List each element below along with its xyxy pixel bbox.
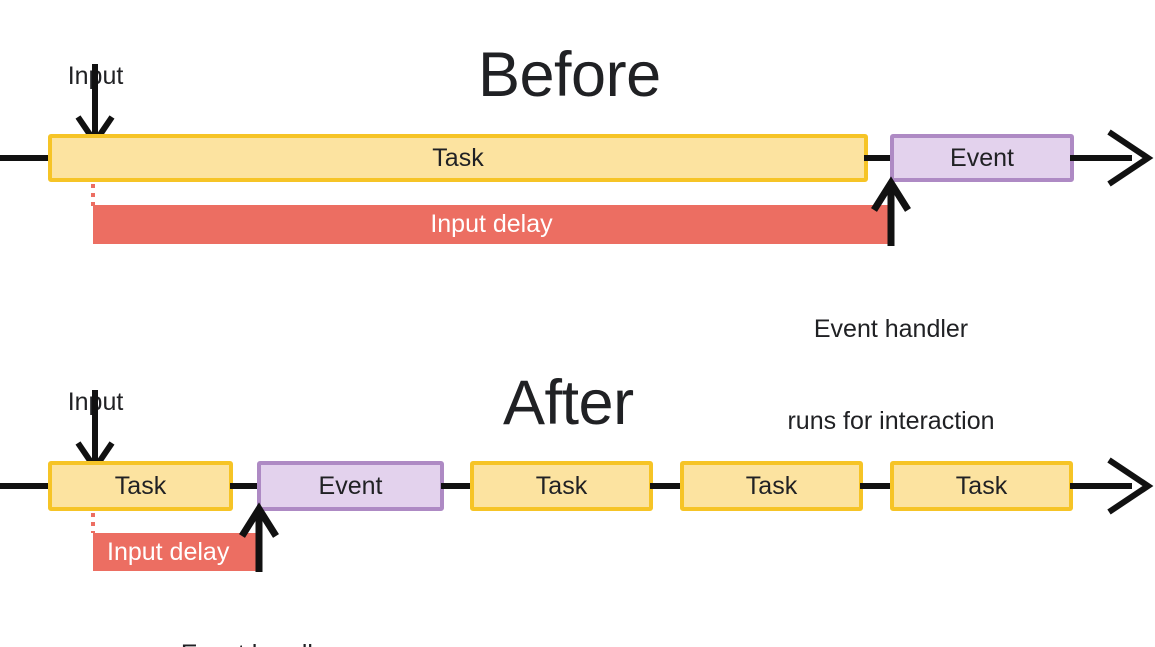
after-task-block-1: Task bbox=[48, 461, 233, 511]
before-section-title: Before bbox=[478, 40, 661, 110]
before-event-handler-arrow-icon bbox=[871, 176, 911, 246]
after-event-block: Event bbox=[257, 461, 444, 511]
after-task-block-4: Task bbox=[890, 461, 1073, 511]
after-rail-exit bbox=[1070, 483, 1132, 489]
after-section-title: After bbox=[503, 368, 634, 438]
before-event-handler-line2: runs for interaction bbox=[787, 406, 995, 435]
after-rail-2 bbox=[441, 483, 472, 489]
before-input-delay-bar: Input delay bbox=[93, 205, 890, 244]
before-task-block: Task bbox=[48, 134, 868, 182]
before-rail-task-to-event bbox=[864, 155, 894, 161]
after-rail-1 bbox=[230, 483, 260, 489]
after-event-label: Event bbox=[318, 471, 383, 500]
before-rail-exit bbox=[1070, 155, 1132, 161]
after-task-block-2: Task bbox=[470, 461, 653, 511]
before-input-delay-tick bbox=[91, 184, 95, 206]
after-input-delay-label: Input delay bbox=[107, 537, 230, 566]
after-event-handler-label: Event handler runs for interaction bbox=[108, 578, 408, 647]
after-task-label-2: Task bbox=[535, 471, 588, 500]
before-timeline-arrowhead-icon bbox=[1107, 129, 1154, 187]
before-task-label: Task bbox=[432, 143, 484, 172]
after-rail-3 bbox=[650, 483, 682, 489]
after-rail-entry bbox=[0, 483, 50, 489]
after-task-label-1: Task bbox=[114, 471, 167, 500]
before-event-block: Event bbox=[890, 134, 1074, 182]
after-input-delay-tick bbox=[91, 513, 95, 533]
after-event-handler-line1: Event handler bbox=[108, 639, 408, 647]
after-event-handler-arrow-icon bbox=[239, 502, 279, 572]
before-event-handler-label: Event handler runs for interaction bbox=[741, 253, 1041, 497]
after-task-label-4: Task bbox=[955, 471, 1008, 500]
after-input-received-arrow-icon bbox=[75, 390, 115, 474]
before-input-delay-label: Input delay bbox=[430, 210, 553, 238]
after-input-delay-bar: Input delay bbox=[93, 533, 257, 571]
after-task-block-3: Task bbox=[680, 461, 863, 511]
after-timeline-arrowhead-icon bbox=[1107, 457, 1154, 515]
before-rail-entry bbox=[0, 155, 50, 161]
before-event-handler-line1: Event handler bbox=[813, 315, 969, 343]
after-rail-4 bbox=[860, 483, 892, 489]
after-task-label-3: Task bbox=[745, 471, 798, 500]
before-event-label: Event bbox=[950, 143, 1014, 172]
